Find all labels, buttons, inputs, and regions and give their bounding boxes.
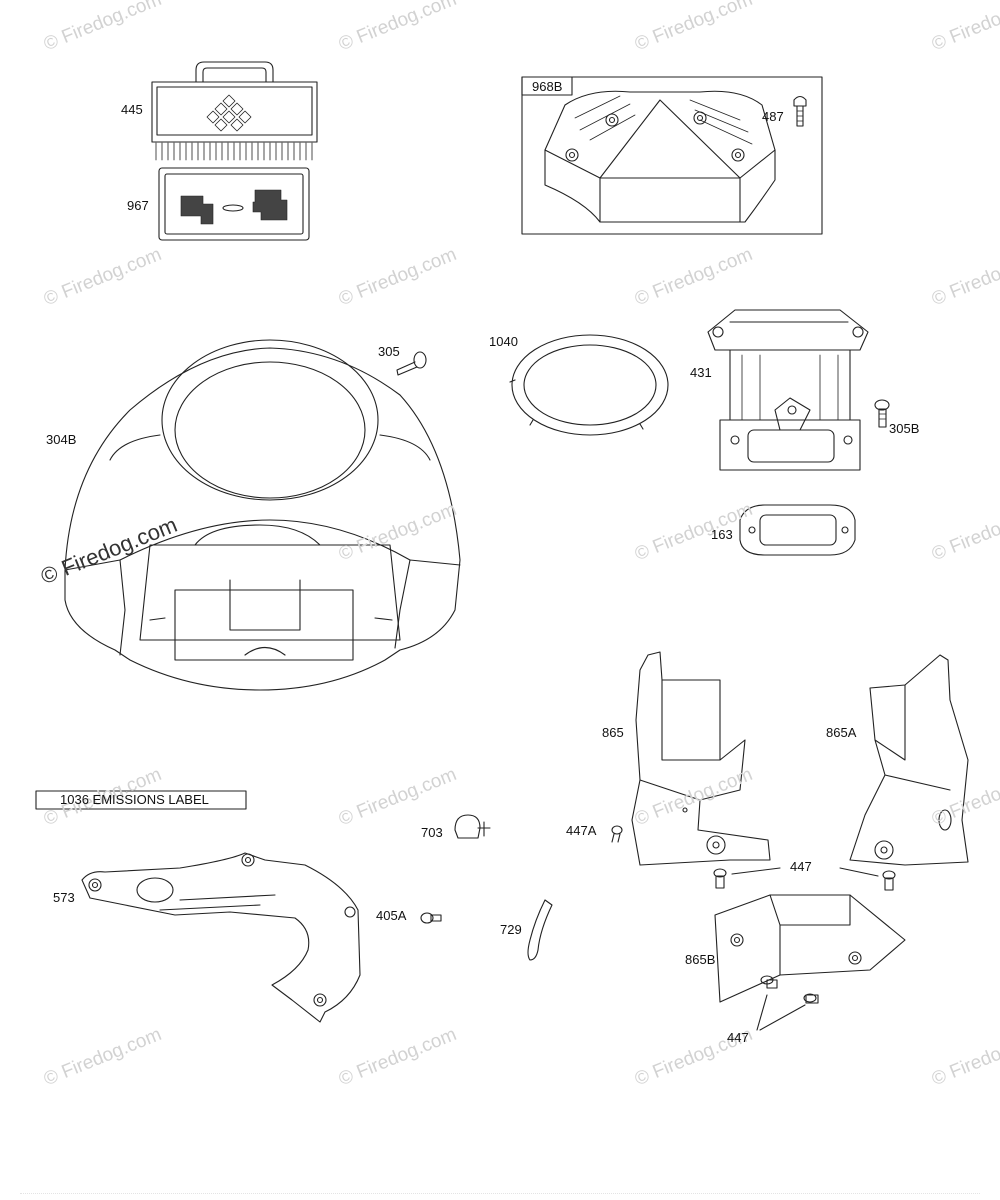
- leader-447-top-right: [839, 867, 879, 877]
- label-573: 573: [53, 890, 75, 905]
- label-445: 445: [121, 102, 143, 117]
- part-447-screw-right: [882, 870, 896, 891]
- part-703-clip: [454, 814, 491, 839]
- part-573-plate: [81, 852, 361, 1023]
- label-968B: 968B: [532, 79, 563, 94]
- part-447-screw-lower-left: [760, 975, 778, 989]
- part-163-gasket: [739, 504, 856, 556]
- leader-447-bottom: [756, 994, 806, 1031]
- label-163: 163: [711, 527, 733, 542]
- part-305-bolt: [396, 351, 427, 376]
- part-304B-blower-housing: [64, 339, 461, 691]
- label-967: 967: [127, 198, 149, 213]
- part-967-pre-cleaner: [158, 167, 310, 241]
- part-447-screw-left: [713, 868, 727, 889]
- label-703: 703: [421, 825, 443, 840]
- label-304B: 304B: [46, 432, 77, 447]
- part-865A-baffle: [849, 654, 969, 866]
- part-968B-cover-box: [521, 76, 823, 235]
- label-447-top: 447: [790, 859, 812, 874]
- part-1040-gasket-ring: [509, 334, 669, 436]
- part-865B-baffle: [714, 894, 906, 1003]
- label-865B: 865B: [685, 952, 716, 967]
- part-865-baffle: [631, 651, 771, 866]
- emissions-label-text: 1036 EMISSIONS LABEL: [60, 792, 209, 807]
- label-1040: 1040: [489, 334, 518, 349]
- part-487-screw: [793, 95, 807, 127]
- part-447A-screw: [611, 825, 623, 843]
- leader-447-top-left: [731, 867, 781, 875]
- label-431: 431: [690, 365, 712, 380]
- label-405A: 405A: [376, 908, 407, 923]
- part-405A-screw: [420, 912, 442, 924]
- label-729: 729: [500, 922, 522, 937]
- label-447-bottom: 447: [727, 1030, 749, 1045]
- footer-divider: [20, 1193, 980, 1197]
- label-305: 305: [378, 344, 400, 359]
- part-431-elbow: [707, 309, 869, 471]
- emissions-label-box: [35, 790, 247, 810]
- part-445-air-filter: [151, 61, 318, 161]
- label-865: 865: [602, 725, 624, 740]
- part-447-screw-lower-right: [803, 993, 819, 1004]
- part-305B-screw: [874, 399, 890, 428]
- label-447A: 447A: [566, 823, 597, 838]
- label-305B: 305B: [889, 421, 920, 436]
- label-487: 487: [762, 109, 784, 124]
- part-729-clip: [527, 899, 553, 961]
- label-865A: 865A: [826, 725, 857, 740]
